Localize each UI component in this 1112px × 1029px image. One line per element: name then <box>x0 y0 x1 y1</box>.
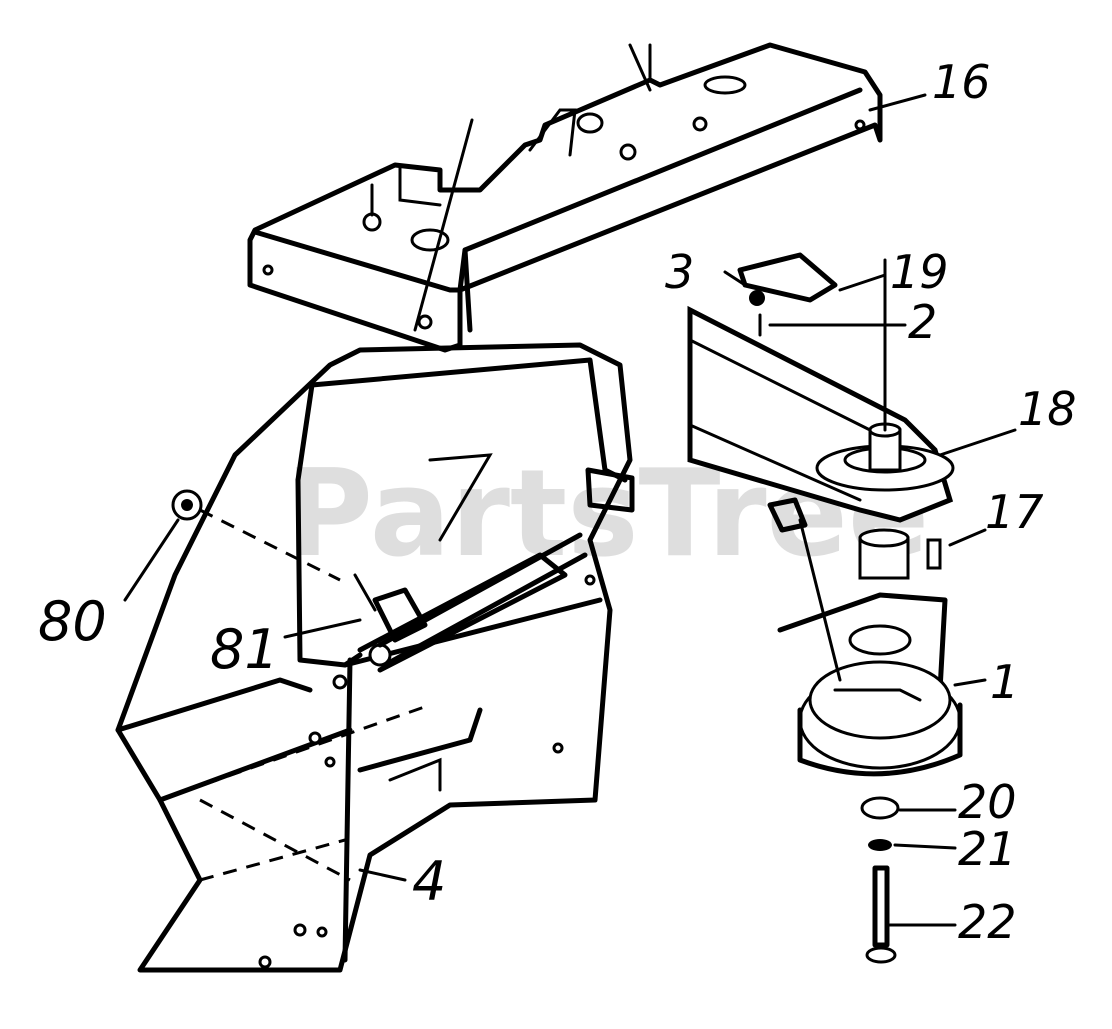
callout-2: 2 <box>908 295 937 349</box>
callout-16: 16 <box>932 55 991 109</box>
callout-18: 18 <box>1018 382 1077 436</box>
part-81-connector <box>353 532 588 668</box>
part-4-housing <box>115 342 635 973</box>
callout-21: 21 <box>958 822 1017 876</box>
part-17-key <box>926 538 942 570</box>
part-22-bolt <box>865 865 897 964</box>
callout-20: 20 <box>958 775 1017 829</box>
part-80-nut <box>171 489 203 521</box>
part-1-clutch <box>767 497 963 777</box>
callout-1: 1 <box>990 655 1019 709</box>
spacer <box>858 528 910 580</box>
part-18-pulley <box>815 258 955 492</box>
callout-22: 22 <box>958 895 1017 949</box>
part-19-bracket <box>737 252 838 337</box>
callout-19: 19 <box>890 245 949 299</box>
part-20-nut <box>860 796 900 820</box>
callout-3: 3 <box>665 245 694 299</box>
callout-81: 81 <box>210 618 279 681</box>
part-16-bracket <box>247 42 883 353</box>
callout-17: 17 <box>985 485 1044 539</box>
leader-lines <box>123 93 1017 927</box>
callout-4: 4 <box>412 850 446 913</box>
part-21-washer <box>868 839 892 851</box>
callout-80: 80 <box>38 590 107 653</box>
